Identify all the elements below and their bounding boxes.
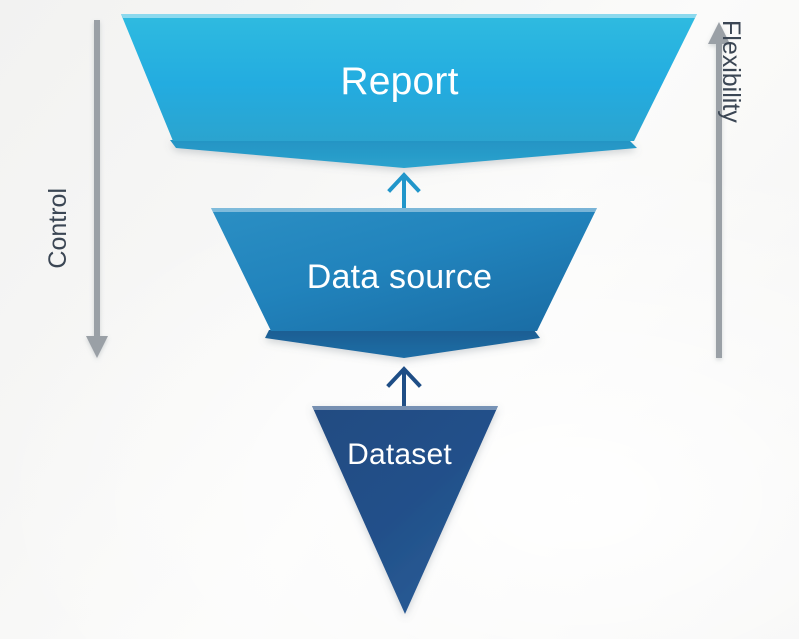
connector-data-source-to-report — [387, 172, 421, 208]
dataset-body — [312, 406, 498, 614]
connector-dataset-to-data-source — [386, 366, 422, 406]
data-source-top-edge — [211, 208, 597, 212]
axis-flexibility-arrow — [708, 22, 730, 358]
funnel-stage-data-source[interactable] — [211, 208, 597, 358]
data-source-fold — [265, 330, 540, 358]
report-top-edge — [121, 14, 697, 18]
dataset-top-edge — [312, 406, 498, 410]
report-body — [121, 14, 697, 141]
axis-control-arrow — [86, 20, 108, 358]
funnel-stage-dataset[interactable] — [312, 406, 498, 614]
data-source-body — [211, 208, 597, 331]
report-fold — [170, 140, 637, 168]
funnel-stage-report[interactable] — [121, 14, 697, 168]
